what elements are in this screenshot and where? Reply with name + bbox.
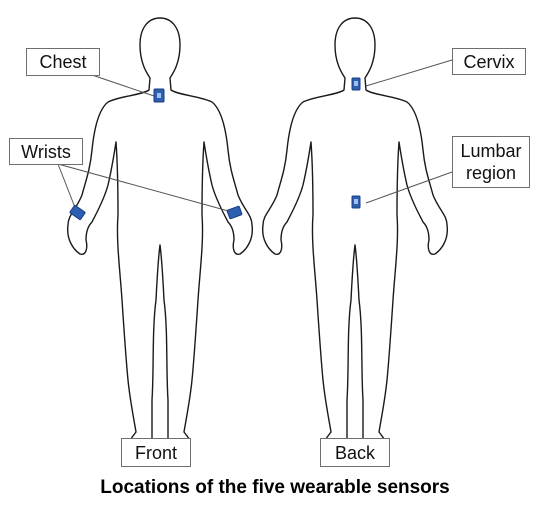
leader-line-wrist-right	[57, 163, 233, 213]
sensor-right-wrist-icon	[226, 205, 243, 220]
label-cervix: Cervix	[452, 48, 526, 75]
leader-line-lumbar	[365, 171, 453, 204]
label-wrists: Wrists	[9, 138, 83, 165]
label-wrists-text: Wrists	[21, 141, 71, 162]
label-front-text: Front	[134, 442, 177, 463]
label-lumbar-line2: region	[465, 163, 517, 183]
leader-line-chest	[91, 74, 155, 97]
label-chest: Chest	[26, 48, 100, 76]
label-cervix-text: Cervix	[463, 51, 515, 72]
label-front: Front	[121, 438, 191, 467]
leader-line-cervix	[365, 59, 453, 87]
label-lumbar-region: Lumbar region	[452, 136, 530, 188]
sensor-chest-icon	[153, 88, 165, 103]
sensor-cervix-icon	[351, 77, 361, 91]
sensor-left-wrist-icon	[69, 204, 86, 221]
figure-caption: Locations of the five wearable sensors	[100, 477, 450, 498]
sensor-lumbar-icon	[351, 195, 361, 209]
label-chest-text: Chest	[39, 52, 87, 72]
front-body-outline	[66, 17, 254, 445]
label-back-text: Back	[334, 442, 376, 463]
leader-line-wrist-left	[57, 163, 77, 211]
label-lumbar-line1: Lumbar	[460, 141, 522, 161]
label-back: Back	[320, 438, 390, 467]
